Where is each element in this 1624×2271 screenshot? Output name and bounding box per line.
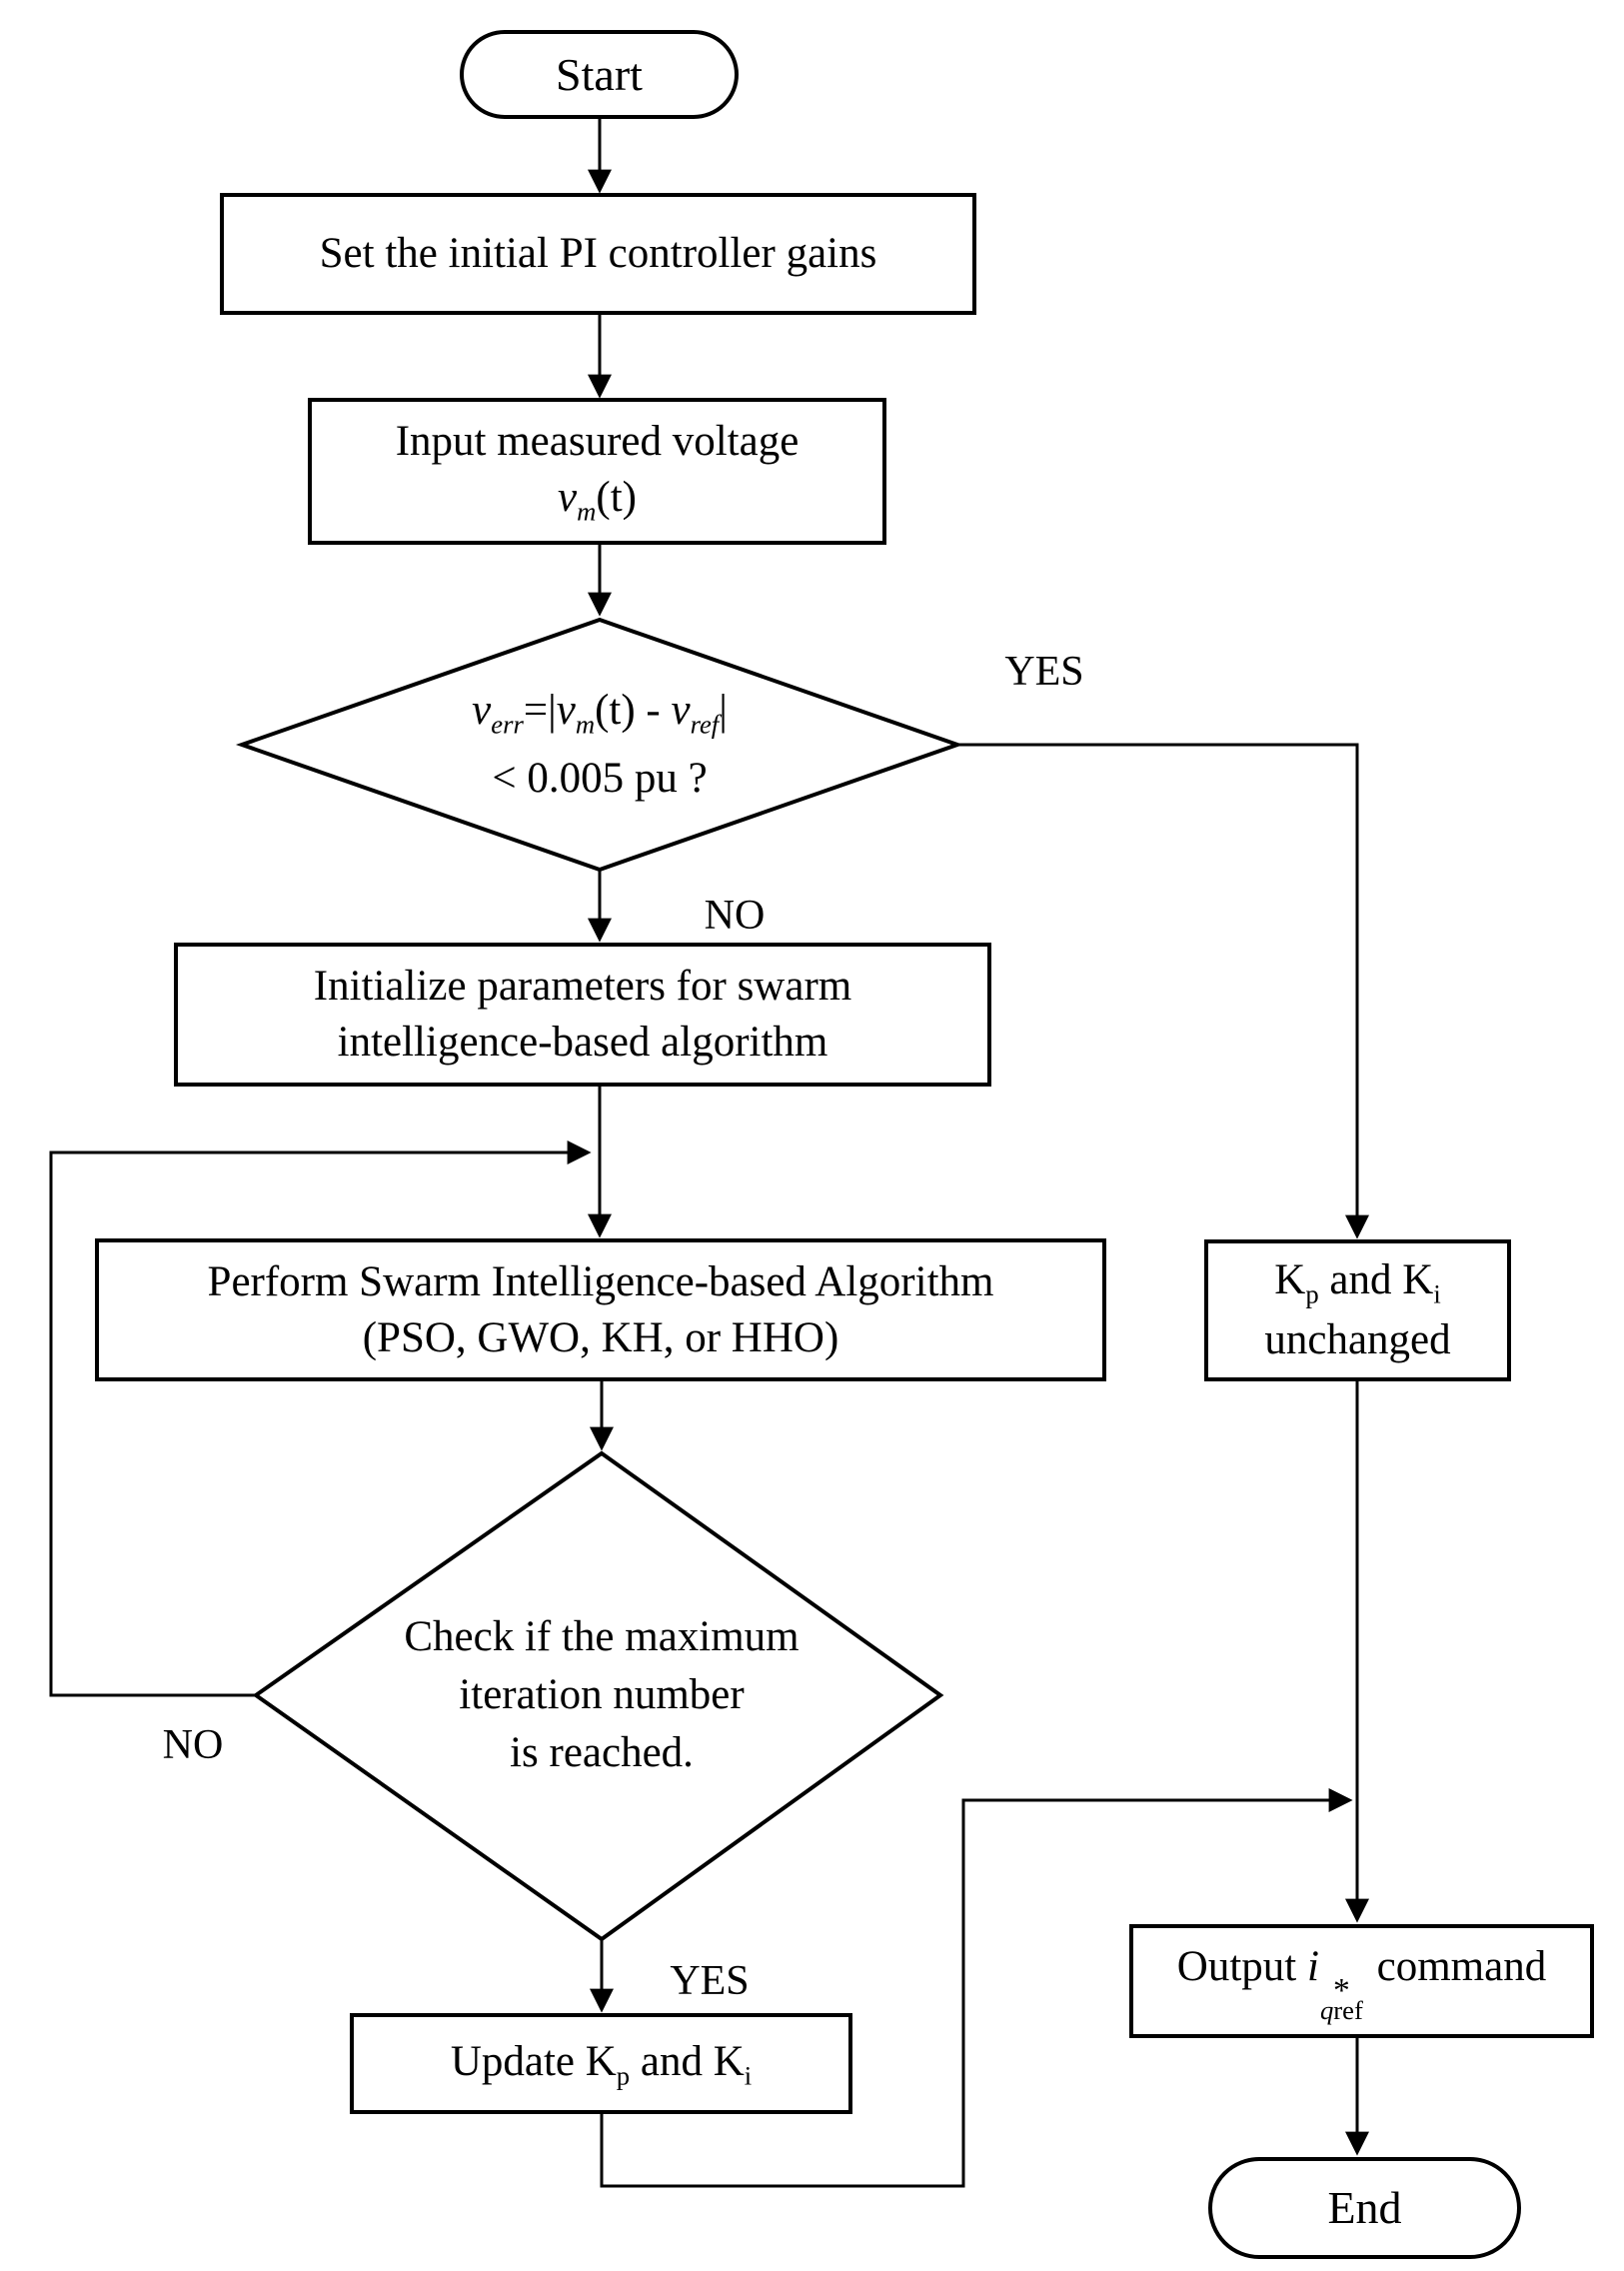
- perform-algorithm-process: [95, 1238, 1106, 1381]
- gains-unchanged-process: [1204, 1239, 1511, 1381]
- max-iteration-diamond: [252, 1450, 944, 1942]
- edge-update-merge: [600, 1788, 1353, 2188]
- init-params-process: [174, 943, 991, 1087]
- verr-decision-diamond: [235, 617, 964, 873]
- set-gains-process: [220, 193, 976, 315]
- edge-decision-yes-right: [955, 743, 1369, 1239]
- update-gains-process: [350, 2013, 852, 2114]
- input-voltage-process: [308, 398, 886, 545]
- output-command-process: [1129, 1924, 1594, 2038]
- end-terminator: [1208, 2157, 1521, 2259]
- start-terminator: [460, 30, 739, 119]
- edge-loopback-no: [49, 1140, 592, 1697]
